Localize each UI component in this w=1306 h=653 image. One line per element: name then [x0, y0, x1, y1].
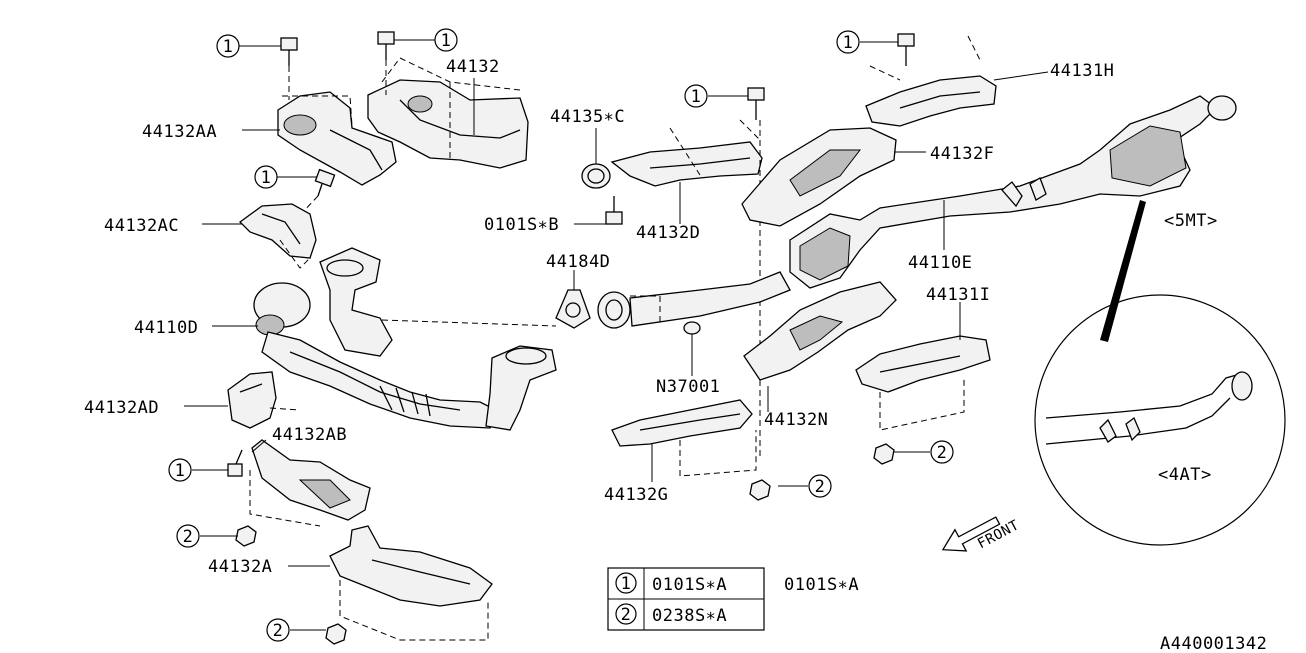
bolt [227, 449, 243, 477]
legend-row-1: 1 0101S∗A [615, 572, 727, 595]
label-44131H: 44131H [1050, 61, 1114, 81]
heat-shield-44132AA [277, 91, 397, 186]
callout-1: 1 [168, 458, 192, 482]
label-44132AC: 44132AC [104, 216, 179, 236]
4at-inset [1034, 200, 1286, 546]
leader-lines [184, 39, 1049, 631]
callout-1: 1 [684, 84, 708, 108]
label-44132AB: 44132AB [272, 425, 347, 445]
front-arrow-icon [941, 516, 1001, 552]
svg-text:2: 2 [815, 477, 826, 497]
heat-shield-44132 [367, 57, 529, 169]
label-44132AD: 44132AD [84, 398, 159, 418]
svg-text:1: 1 [691, 87, 702, 107]
nut [873, 443, 895, 465]
nut [749, 479, 771, 501]
heat-shield-44132F [741, 127, 897, 227]
nut [325, 623, 347, 645]
label-44132F: 44132F [930, 144, 994, 164]
diagram-id: A440001342 [1160, 634, 1267, 653]
label-44132A: 44132A [208, 557, 272, 577]
callout-1: 1 [216, 34, 240, 58]
callout-2: 2 [808, 474, 832, 498]
clamp-44135C [581, 163, 623, 225]
callout-2: 2 [266, 618, 290, 642]
heat-shield-44132A [329, 525, 493, 641]
svg-text:1: 1 [261, 168, 272, 188]
heat-shield-44132AB [249, 439, 371, 527]
front-exhaust-pipe-44110D [253, 247, 557, 431]
label-44132D: 44132D [636, 223, 700, 243]
nut-N37001 [683, 321, 701, 335]
label-44132AA: 44132AA [142, 122, 217, 142]
callout-1: 1 [434, 28, 458, 52]
label-0101SB: 0101S∗B [484, 215, 559, 235]
bolt [747, 87, 765, 120]
bolt [299, 168, 336, 216]
legend-note: 0101S∗A [784, 575, 859, 595]
bolt [897, 33, 915, 66]
gasket-44184D [555, 289, 591, 329]
label-5MT: <5MT> [1164, 211, 1218, 231]
heat-shield-44131I [855, 335, 991, 431]
label-44110E: 44110E [908, 253, 972, 273]
label-44135C: 44135∗C [550, 107, 625, 127]
callout-1: 1 [836, 30, 860, 54]
svg-text:1: 1 [843, 33, 854, 53]
heat-shield-44132G [611, 399, 757, 477]
label-44132G: 44132G [604, 485, 668, 505]
callout-2: 2 [176, 524, 200, 548]
svg-text:1: 1 [175, 461, 186, 481]
svg-text:2: 2 [183, 527, 194, 547]
svg-text:2: 2 [937, 443, 948, 463]
svg-text:1: 1 [621, 574, 632, 594]
heat-shield-44132N [743, 281, 897, 381]
label-44132N: 44132N [764, 410, 828, 430]
svg-text:0101S∗A: 0101S∗A [652, 575, 727, 595]
callout-2: 2 [930, 440, 954, 464]
label-4AT: <4AT> [1158, 465, 1212, 485]
label-44110D: 44110D [134, 318, 198, 338]
bolt [280, 37, 298, 100]
heat-shield-44132AD [227, 371, 301, 429]
heat-shield-44131H [865, 35, 997, 127]
center-pipe [597, 271, 791, 329]
legend-row-2: 2 0238S∗A [615, 603, 727, 626]
svg-text:2: 2 [273, 621, 284, 641]
bolt [377, 31, 395, 95]
svg-text:1: 1 [441, 31, 452, 51]
label-44132: 44132 [446, 57, 500, 77]
label-N37001: N37001 [656, 377, 720, 397]
svg-text:1: 1 [223, 37, 234, 57]
rear-exhaust-pipe-44110E [789, 95, 1237, 289]
svg-text:2: 2 [621, 605, 632, 625]
heat-shield-44132D [610, 119, 763, 460]
legend-table: 1 0101S∗A 2 0238S∗A [607, 567, 765, 631]
label-44184D: 44184D [546, 252, 610, 272]
nut [235, 525, 257, 547]
label-44131I: 44131I [926, 285, 990, 305]
svg-text:0238S∗A: 0238S∗A [652, 606, 727, 626]
heat-shield-44132AC [239, 203, 317, 269]
callout-1: 1 [254, 165, 278, 189]
